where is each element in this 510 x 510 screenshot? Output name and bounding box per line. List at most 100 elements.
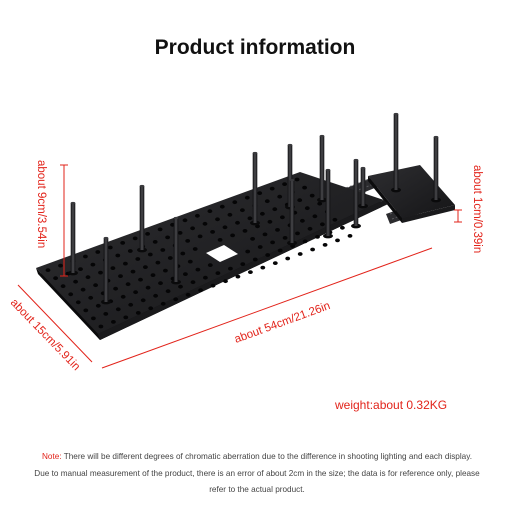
pegboard-hole — [230, 233, 236, 238]
pegboard-hole — [257, 245, 263, 249]
pegboard-hole — [244, 195, 250, 200]
pegboard-hole — [80, 287, 86, 292]
pegboard-hole — [265, 253, 271, 257]
pegboard-hole — [157, 227, 163, 232]
pegboard-hole — [195, 213, 200, 218]
pegboard-hole — [280, 215, 285, 220]
pegboard-hole — [133, 290, 139, 295]
pegboard-hole — [190, 280, 196, 285]
pegboard-hole — [135, 257, 141, 261]
pegboard-hole — [83, 254, 88, 259]
pegboard-hole — [347, 234, 353, 238]
pegboard-hole — [315, 235, 320, 239]
pegboard-hole — [277, 248, 283, 253]
pegs — [68, 112, 441, 305]
pegboard-hole — [185, 292, 191, 297]
pegboard-hole — [180, 251, 186, 256]
pegboard-hole — [317, 201, 323, 206]
pegboard-hole — [257, 191, 263, 196]
peg — [287, 178, 297, 246]
pegboard-hole — [173, 297, 179, 302]
pegboard-hole — [165, 289, 171, 294]
pegboard-hole — [277, 194, 283, 199]
pegboard-hole — [302, 239, 308, 244]
peg — [317, 134, 327, 203]
pegboard-hole — [58, 263, 63, 268]
pegboard-hole — [304, 206, 310, 211]
pegboard-hole — [309, 193, 315, 198]
pegboard-hole — [255, 224, 260, 229]
peg — [431, 135, 441, 203]
pegboard-hole — [282, 236, 288, 240]
pegboard-hole — [190, 226, 196, 231]
pegboard-hole — [262, 232, 268, 237]
pegboard-hole — [110, 266, 116, 270]
pegboard-plate — [36, 172, 388, 340]
weight-text: weight:about 0.32KG — [335, 398, 448, 412]
pegboard-hole — [195, 267, 201, 272]
pegboard-hole — [183, 272, 188, 276]
thickness-dimension-label: about 1cm/0.39in — [471, 165, 483, 253]
pegboard-hole — [178, 284, 183, 289]
pegboard-hole — [198, 288, 204, 293]
pegboard-hole — [155, 260, 161, 265]
pegboard-hole — [185, 239, 191, 243]
peg — [351, 158, 361, 229]
pegboard-hole — [307, 226, 313, 231]
pegboard-hole — [235, 220, 240, 225]
pegboard-hole — [153, 293, 159, 298]
pegboard-hole — [272, 207, 278, 212]
pegboard-hole — [123, 315, 129, 320]
pegboard-hole — [217, 238, 223, 242]
pegboard-hole — [219, 204, 225, 209]
peg — [323, 168, 333, 239]
pegboard-hole — [83, 308, 89, 313]
pegboard-hole — [247, 216, 253, 221]
peg — [171, 216, 181, 285]
pegboard-hole — [145, 285, 151, 290]
note-label: Note: — [42, 452, 62, 461]
pegboard-hole — [310, 247, 315, 252]
pegboard-hole — [85, 275, 91, 280]
pegboard-hole — [248, 270, 253, 274]
pegboard-hole — [143, 265, 148, 269]
pegboard-hole — [165, 235, 171, 240]
pegboard-hole — [215, 271, 221, 275]
pegboard-hole — [215, 217, 220, 222]
pegboard-hole — [148, 306, 154, 311]
pegboard-hole — [115, 307, 121, 312]
pegboard-hole — [128, 302, 134, 307]
disclaimer-note: Note: There will be different degrees of… — [34, 449, 480, 499]
pegboard-hole — [45, 268, 51, 272]
pegboard-hole — [167, 256, 173, 260]
peg — [391, 112, 401, 193]
pegboard-hole — [145, 232, 151, 236]
pegboard-hole — [300, 218, 305, 223]
pegboard-hole — [285, 256, 291, 261]
peg — [101, 236, 111, 305]
height-dimension-label: about 9cm/3.54in — [35, 160, 47, 248]
pegboard-hole — [118, 274, 123, 278]
pegboard-hole — [147, 252, 153, 257]
pegboard-hole — [120, 241, 126, 245]
pegboard-holes — [45, 177, 353, 329]
pegboard-hole — [115, 253, 121, 258]
pegboard-hole — [210, 283, 216, 288]
pegboard-hole — [240, 262, 246, 266]
pegboard-hole — [322, 243, 328, 247]
page-title: Product information — [154, 36, 356, 59]
pegboard-hole — [312, 214, 318, 219]
pegboard-hole — [132, 236, 138, 241]
pegboard-hole — [235, 274, 241, 279]
pegboard-hole — [120, 294, 126, 299]
pegboard-hole — [93, 283, 98, 288]
pegboard-hole — [98, 270, 103, 275]
pegboard-hole — [130, 269, 136, 274]
pegboard-hole — [150, 273, 156, 277]
pegboard-hole — [75, 300, 81, 305]
pegboard-hole — [320, 222, 325, 227]
pegboard-hole — [163, 268, 168, 273]
length-dimension-label: about 54cm/21.26in — [233, 300, 332, 346]
pegboard-hole — [270, 240, 275, 245]
pegboard-hole — [222, 225, 228, 230]
